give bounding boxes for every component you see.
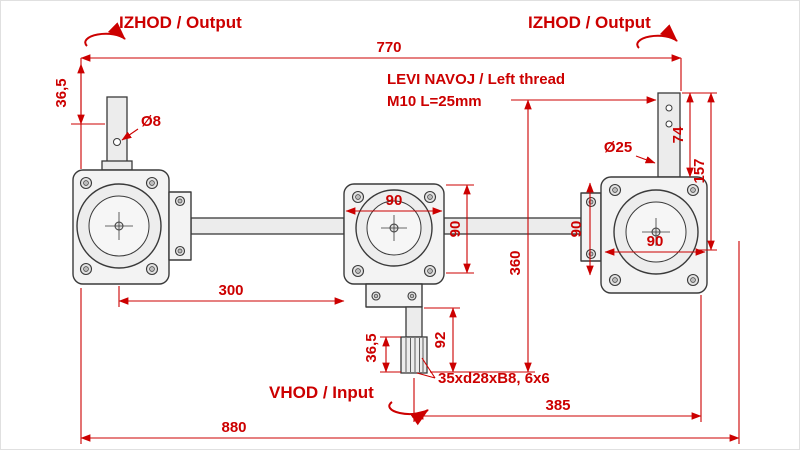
dim-157-text: 157 bbox=[691, 158, 708, 183]
right-shaft-hole-1 bbox=[665, 104, 673, 112]
right-shaft-hole-2 bbox=[665, 120, 673, 128]
dimension-input-shaft-length: 92 bbox=[424, 307, 460, 373]
dim-dia8-text: Ø8 bbox=[141, 113, 161, 130]
left-gearbox-bolts bbox=[79, 176, 159, 276]
dim-74-text: 74 bbox=[670, 126, 687, 143]
dimension-right-body-width: 90 bbox=[604, 233, 706, 256]
dim-300-text: 300 bbox=[218, 282, 243, 299]
dim-385-text: 385 bbox=[545, 397, 570, 414]
callout-spline-spec: 35xd28xB8, 6x6 bbox=[416, 357, 550, 387]
dim-90-middle-right-text: 90 bbox=[447, 221, 464, 238]
dimension-left-shaft-hole-offset: 36,5 bbox=[53, 63, 105, 125]
dimension-middle-body-width: 90 bbox=[345, 192, 443, 215]
dimension-overall-width: 880 bbox=[80, 241, 740, 444]
middle-gearbox-bottom-flange bbox=[365, 283, 423, 308]
right-gearbox bbox=[580, 92, 708, 294]
label-input: VHOD / Input bbox=[269, 383, 374, 402]
middle-gearbox-bolts bbox=[351, 190, 437, 278]
rotation-arrow-output-right bbox=[636, 24, 678, 49]
left-gearbox-flange bbox=[168, 191, 192, 261]
label-output-right: IZHOD / Output bbox=[528, 13, 651, 32]
dim-90-right-left-text: 90 bbox=[568, 221, 585, 238]
callout-hole-diameter: Ø8 bbox=[121, 113, 161, 141]
left-thread-note: LEVI NAVOJ / Left thread M10 L=25mm bbox=[387, 71, 657, 110]
dimension-input-to-right: 385 bbox=[413, 295, 702, 422]
dim-92-text: 92 bbox=[432, 332, 449, 349]
dimension-middle-body-height: 90 bbox=[446, 184, 474, 274]
dim-90-right-body-text: 90 bbox=[647, 233, 664, 250]
label-left-thread-2: M10 L=25mm bbox=[387, 93, 482, 110]
dimension-output-shaft-span: 770 bbox=[80, 39, 682, 169]
dimension-total-height: 360 bbox=[430, 99, 535, 373]
callout-shaft-diameter: Ø25 bbox=[604, 139, 656, 164]
dimension-right-shaft-total: 157 bbox=[691, 92, 717, 251]
dimension-input-spline-length: 36,5 bbox=[363, 333, 401, 373]
dim-770-text: 770 bbox=[376, 39, 401, 56]
dim-90-middle-top-text: 90 bbox=[386, 192, 403, 209]
left-shaft-hole bbox=[113, 138, 121, 146]
dimension-left-to-middle: 300 bbox=[118, 282, 345, 307]
left-shaft-collar bbox=[101, 160, 133, 171]
dim-880-text: 880 bbox=[221, 419, 246, 436]
label-output-left: IZHOD / Output bbox=[119, 13, 242, 32]
dim-36-5-bottom-text: 36,5 bbox=[363, 333, 380, 362]
rotation-arrow-output-left bbox=[84, 22, 126, 47]
connecting-shaft-right bbox=[443, 217, 582, 235]
right-gearbox-bolts bbox=[608, 183, 700, 287]
dim-360-text: 360 bbox=[507, 250, 524, 275]
left-gearbox bbox=[72, 96, 192, 285]
left-output-shaft bbox=[106, 96, 128, 164]
label-spline-spec: 35xd28xB8, 6x6 bbox=[438, 370, 550, 387]
rotation-arrow-input bbox=[388, 401, 429, 426]
dim-dia25-text: Ø25 bbox=[604, 139, 632, 156]
middle-gearbox bbox=[343, 183, 445, 374]
connecting-shaft-left bbox=[190, 217, 345, 235]
input-shaft bbox=[405, 306, 423, 338]
label-left-thread-1: LEVI NAVOJ / Left thread bbox=[387, 71, 565, 88]
dim-36-5-top-text: 36,5 bbox=[53, 78, 70, 107]
dimension-right-body-height: 90 bbox=[568, 182, 594, 276]
